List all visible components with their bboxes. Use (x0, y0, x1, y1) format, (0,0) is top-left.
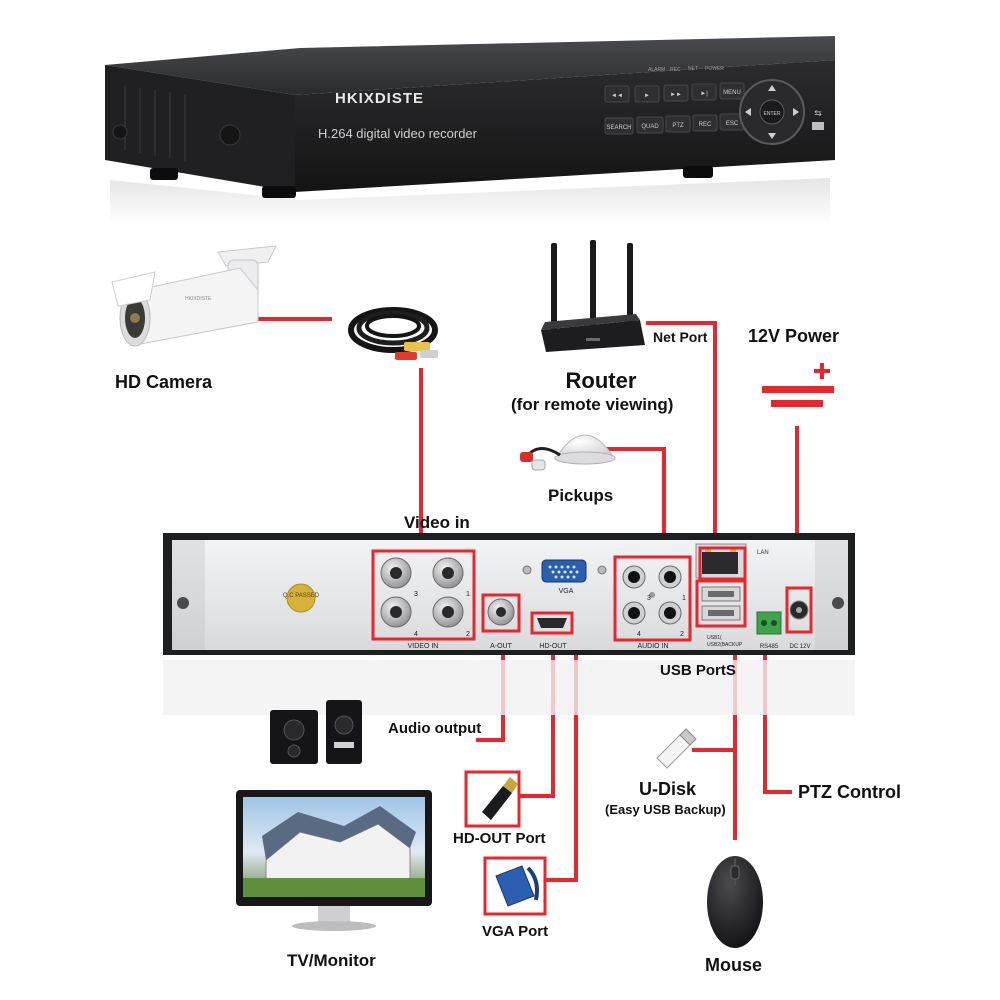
audio-port-2: 2 (680, 631, 684, 638)
wire-pickups (606, 447, 666, 559)
qc-sticker: Q.C PASSED (283, 593, 320, 599)
label-12v-power: 12V Power (748, 326, 840, 346)
pickup-microphone-image (520, 434, 616, 471)
rear-lan-label: LAN (757, 550, 769, 556)
rear-a-out-label: A-OUT (490, 643, 513, 650)
mouse-image (707, 856, 763, 948)
dvr-rear-panel: Q.C PASSED 3 1 4 2 VIDEO IN A-OUT (163, 533, 855, 715)
audio-port-3: 3 (647, 595, 651, 602)
indicator-alarm: ALARM (648, 67, 665, 73)
label-u-disk-sub: (Easy USB Backup) (605, 802, 726, 817)
bnc-cable-image (348, 307, 438, 360)
hd-camera-image: HKIXDISTE (111, 245, 277, 347)
front-usb-icon: ⇆ (812, 109, 824, 130)
front-button-menu[interactable]: MENU (723, 90, 741, 96)
hd-out-highlight (530, 611, 574, 635)
vga-cable-image (495, 865, 539, 907)
label-video-in: Video in (404, 513, 470, 532)
front-button-next[interactable]: ►| (700, 91, 708, 97)
front-button-play[interactable]: ► (644, 93, 650, 99)
wire-vga (543, 648, 578, 882)
label-net-port: Net Port (653, 329, 708, 345)
label-pickups: Pickups (548, 486, 614, 505)
wire-net-port (646, 321, 717, 550)
front-button-forward[interactable]: ►► (670, 92, 682, 98)
front-button-quad[interactable]: QUAD (641, 124, 659, 130)
video-in-highlight (371, 549, 476, 641)
dc-highlight (785, 586, 813, 634)
video-port-3: 3 (414, 591, 418, 598)
label-ptz-control: PTZ Control (798, 782, 901, 802)
rear-usb2-label: USB2(BACKUP (707, 642, 743, 648)
label-router-sub: (for remote viewing) (511, 395, 674, 414)
front-button-search[interactable]: SEARCH (606, 125, 631, 131)
front-button-rec[interactable]: REC (699, 122, 712, 128)
front-button-rewind[interactable]: ◄◄ (611, 93, 623, 99)
label-vga-port: VGA Port (482, 923, 549, 940)
rear-video-in-label: VIDEO IN (408, 643, 439, 650)
label-router: Router (565, 368, 637, 393)
dc-power-symbol (762, 363, 834, 407)
nav-wheel[interactable]: ENTER (739, 79, 805, 145)
dvr-front-unit: HKIXDISTE H.264 digital video recorder A… (105, 36, 835, 225)
svg-text:⇆: ⇆ (814, 109, 822, 119)
label-audio-output: Audio output (388, 720, 482, 737)
usb-highlight (695, 579, 747, 628)
rear-rs485-label: RS485 (760, 644, 779, 650)
label-hd-out-port: HD-OUT Port (453, 830, 546, 847)
label-usb-ports: USB PortS (660, 662, 736, 679)
nav-enter-label: ENTER (764, 111, 781, 117)
a-out-highlight (481, 593, 521, 633)
audio-in-highlight (613, 555, 692, 642)
svg-text:HKIXDISTE: HKIXDISTE (185, 296, 212, 302)
label-tv-monitor: TV/Monitor (287, 951, 376, 970)
hdmi-cable-image (482, 777, 518, 820)
router-image (541, 240, 645, 352)
rear-dc-label: DC 12V (789, 644, 810, 650)
dvr-model-text: H.264 digital video recorder (318, 126, 478, 141)
audio-port-1: 1 (682, 595, 686, 602)
video-port-4: 4 (414, 631, 418, 638)
dvr-brand: HKIXDISTE (335, 90, 424, 107)
rear-usb1-label: USB1( (707, 635, 722, 641)
label-u-disk: U-Disk (639, 779, 697, 799)
lan-highlight (698, 546, 747, 581)
audio-port-4: 4 (637, 631, 641, 638)
video-port-2: 2 (466, 631, 470, 638)
indicator-rec: REC (670, 67, 681, 73)
speakers-image (270, 700, 362, 764)
front-button-ptz[interactable]: PTZ (672, 123, 684, 129)
video-port-1: 1 (466, 591, 470, 598)
indicator-power: POWER (705, 66, 724, 72)
u-disk-image (656, 728, 697, 769)
bnc-ports (380, 557, 464, 628)
front-button-esc[interactable]: ESC (726, 121, 739, 127)
rear-audio-in-label: AUDIO IN (637, 643, 668, 650)
tv-monitor-image (236, 790, 432, 931)
rear-vga-label: VGA (559, 588, 574, 595)
indicator-net: NET (688, 66, 698, 72)
label-mouse: Mouse (705, 955, 763, 975)
label-hd-camera: HD Camera (115, 372, 213, 392)
rear-hd-out-label: HD-OUT (539, 643, 567, 650)
